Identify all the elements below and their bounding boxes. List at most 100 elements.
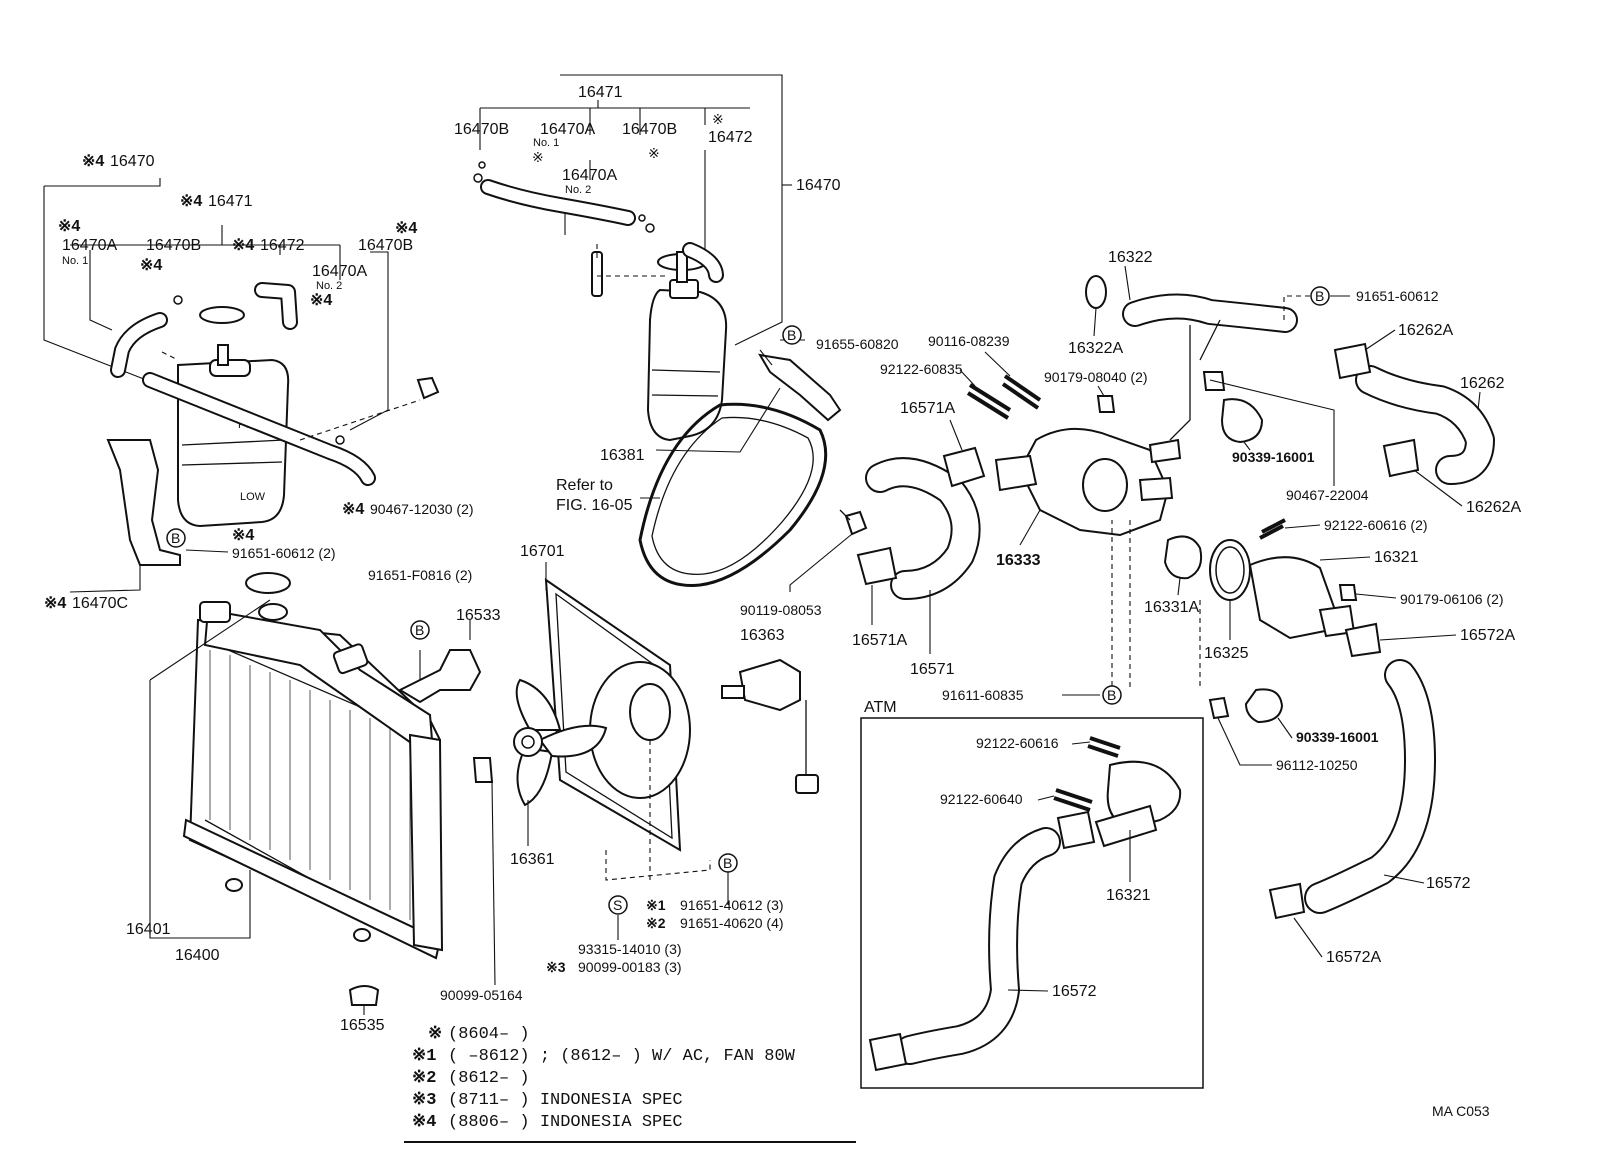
circle-b-belt-text: B xyxy=(787,327,796,343)
mark-ref4-i: ※4 xyxy=(232,527,254,544)
label-91651-40620: 91651-40620 (4) xyxy=(680,915,784,931)
label-16701: 16701 xyxy=(520,543,565,560)
label-16572-a: 16572 xyxy=(1426,875,1471,892)
label-90339-16001-a: 90339-16001 xyxy=(1232,449,1315,465)
label-92122-60616-b: 92122-60616 xyxy=(976,735,1059,751)
label-16262a-b: 16262A xyxy=(1466,499,1521,516)
label-16470a-left2: 16470A xyxy=(312,263,367,280)
label-16571: 16571 xyxy=(910,661,955,678)
label-16361: 16361 xyxy=(510,851,555,868)
label-16381: 16381 xyxy=(600,447,645,464)
label-16321-a: 16321 xyxy=(1374,549,1419,566)
label-16470b-b: 16470B xyxy=(622,121,677,138)
label-no1-top: No. 1 xyxy=(533,137,559,149)
label-16572a-b: 16572A xyxy=(1326,949,1381,966)
label-90179-08040: 90179-08040 (2) xyxy=(1044,369,1148,385)
label-90099-00183: 90099-00183 (3) xyxy=(578,959,682,975)
mark-ref-top-a: ※ xyxy=(532,149,544,165)
circle-b-icon-left xyxy=(166,528,186,548)
label-16470c: 16470C xyxy=(72,595,128,612)
label-16470-top: 16470 xyxy=(796,177,841,194)
drain-cock-16535 xyxy=(348,985,380,1006)
mark-ref4-h: ※4 xyxy=(342,501,364,518)
label-90116-08239: 90116-08239 xyxy=(928,333,1010,349)
note-3-text: (8711– ) INDONESIA SPEC xyxy=(448,1091,683,1110)
label-16322: 16322 xyxy=(1108,249,1153,266)
label-16471-left: 16471 xyxy=(208,193,253,210)
label-16472-top: 16472 xyxy=(708,129,753,146)
label-16472-left: 16472 xyxy=(260,237,305,254)
label-90339-16001-b: 90339-16001 xyxy=(1296,729,1379,745)
label-16321-b: 16321 xyxy=(1106,887,1151,904)
label-no1-left: No. 1 xyxy=(62,255,88,267)
circle-b-left-text: B xyxy=(171,530,180,546)
circle-b-91611-text: B xyxy=(1107,687,1116,703)
atm-frame xyxy=(860,717,1204,1089)
label-16571a-b: 16571A xyxy=(852,632,907,649)
label-atm: ATM xyxy=(864,699,897,716)
bracket-16470c xyxy=(106,439,181,566)
mark-ref4-j: ※4 xyxy=(44,595,66,612)
mark-ref4-e: ※4 xyxy=(232,237,254,254)
label-16262a-a: 16262A xyxy=(1398,322,1453,339)
label-16470b-left: 16470B xyxy=(146,237,201,254)
circle-b-icon-16533 xyxy=(410,620,430,640)
note-2-text: (8612– ) xyxy=(448,1069,530,1088)
circle-b-fan-text: B xyxy=(723,855,732,871)
label-16533: 16533 xyxy=(456,607,501,624)
circle-b-icon-belt xyxy=(782,325,802,345)
label-90467-22004: 90467-22004 xyxy=(1286,487,1369,503)
circle-b-16322-text: B xyxy=(1315,288,1324,304)
label-16401: 16401 xyxy=(126,921,171,938)
mark-ref4-g: ※4 xyxy=(310,292,332,309)
label-16535: 16535 xyxy=(340,1017,385,1034)
label-16333: 16333 xyxy=(996,552,1041,569)
reservoir-cap-left xyxy=(199,306,245,324)
label-16470a-left: 16470A xyxy=(62,237,117,254)
label-90467-12030: 90467-12030 (2) xyxy=(370,501,474,517)
mark-ref3: ※3 xyxy=(546,959,566,975)
label-16572-atm: 16572 xyxy=(1052,983,1097,1000)
label-16322a: 16322A xyxy=(1068,340,1123,357)
label-16325: 16325 xyxy=(1204,645,1249,662)
note-2-mark: ※2 xyxy=(412,1069,436,1088)
nut-90099-05164 xyxy=(472,757,494,783)
fan-group xyxy=(513,578,819,881)
label-16470a-no2: 16470A xyxy=(562,167,617,184)
label-16470b-left2: 16470B xyxy=(358,237,413,254)
reservoir-group-left: FULL LOW xyxy=(43,178,440,566)
label-92122-60640: 92122-60640 xyxy=(940,791,1023,807)
mark-ref4-f: ※4 xyxy=(395,220,417,237)
mark-ref4-a: ※4 xyxy=(82,153,104,170)
mark-ref-top-b: ※ xyxy=(648,145,660,161)
label-90179-06106: 90179-06106 (2) xyxy=(1400,591,1504,607)
label-16363: 16363 xyxy=(740,627,785,644)
mark-ref-top-c: ※ xyxy=(712,111,724,127)
note-4-mark: ※4 xyxy=(412,1113,436,1132)
label-91651-60612-2: 91651-60612 (2) xyxy=(232,545,336,561)
circle-b-16533-text: B xyxy=(415,622,424,638)
label-91651-40612: 91651-40612 (3) xyxy=(680,897,784,913)
diagram-code: MA C053 xyxy=(1432,1103,1490,1119)
reservoir-tank-top xyxy=(646,288,728,442)
note-1-mark: ※1 xyxy=(412,1047,436,1066)
label-no2-left: No. 2 xyxy=(316,280,342,292)
label-91651-f0816: 91651-F0816 (2) xyxy=(368,567,472,583)
notes-block: ※ (8604– ) ※1 ( –8612) ; (8612– ) W/ AC,… xyxy=(404,1025,856,1143)
label-96112-10250: 96112-10250 xyxy=(1276,757,1358,773)
radiator xyxy=(182,572,494,1006)
label-92122-60616-a: 92122-60616 (2) xyxy=(1324,517,1428,533)
radiator-cap xyxy=(245,572,291,594)
label-90099-05164: 90099-05164 xyxy=(440,987,523,1003)
water-inlet-16321 xyxy=(1248,556,1337,640)
label-16400: 16400 xyxy=(175,947,220,964)
label-91611-60835: 91611-60835 xyxy=(942,687,1024,703)
label-16471-top: 16471 xyxy=(578,84,623,101)
label-16470b-a: 16470B xyxy=(454,121,509,138)
note-0-mark: ※ xyxy=(428,1025,442,1044)
fan-blade-16361 xyxy=(515,678,562,731)
label-91651-60612: 91651-60612 xyxy=(1356,288,1439,304)
water-outlet-group xyxy=(789,275,1495,920)
mark-ref4-b: ※4 xyxy=(180,193,202,210)
reservoir-group-top xyxy=(473,74,792,442)
